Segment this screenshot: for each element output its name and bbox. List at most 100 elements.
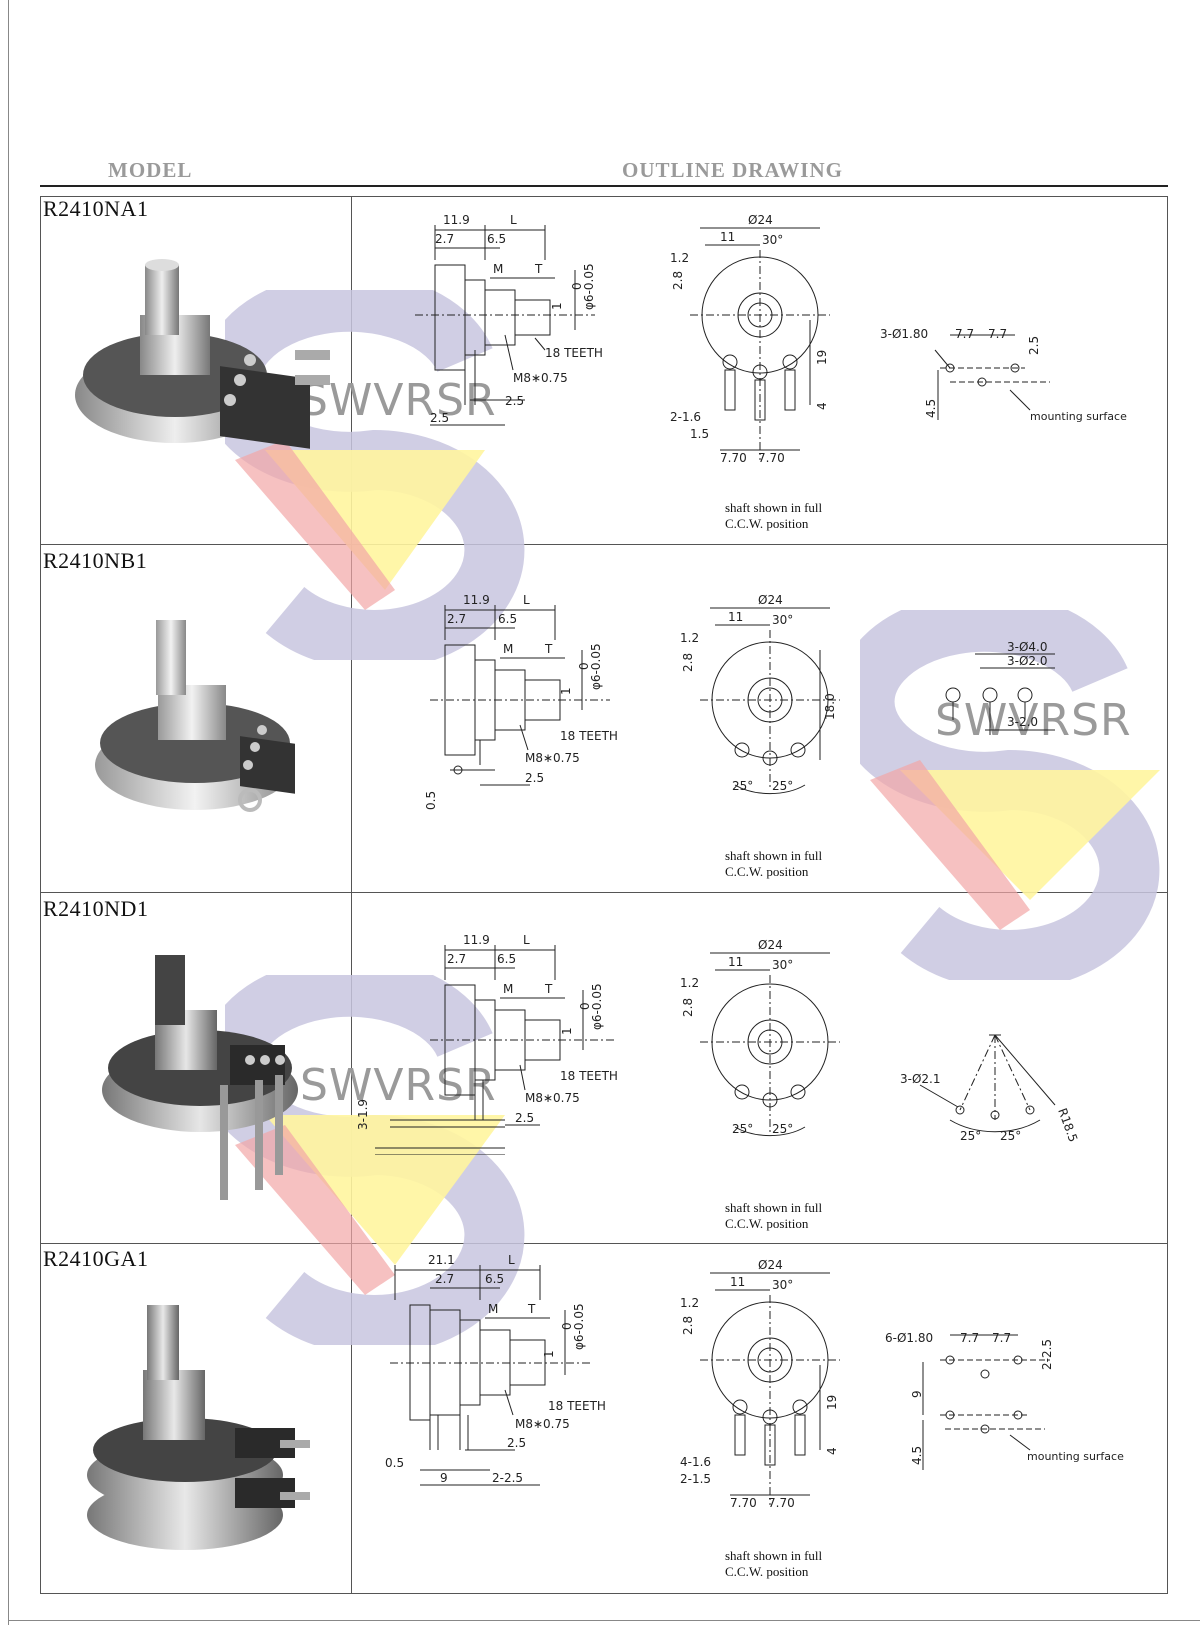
model-name: R2410ND1: [43, 896, 149, 921]
dim-label: 2-1.6: [670, 410, 701, 424]
dim-label: 1: [560, 1027, 574, 1035]
dim-label: 11: [728, 610, 743, 624]
front-view-drawing: Ø24 11 30° 1.2 2.8 25° 25°: [680, 938, 840, 1137]
row-divider: [40, 544, 1168, 545]
dim-label: φ6-0.05: [572, 1303, 586, 1350]
side-view-drawing: 11.9 L 2.7 6.5 M T 0 φ6-0.05 1 18 TEETH …: [415, 213, 603, 426]
dim-label: 2.5: [525, 771, 544, 785]
front-view-drawing: Ø24 11 30° 1.2 2.8 19 4 2-1.6 1.5 7.70 7…: [670, 213, 830, 465]
dim-label: 2.5: [507, 1436, 526, 1450]
dim-label: 6.5: [487, 232, 506, 246]
dim-label: 0: [570, 282, 584, 290]
shaft-caption: shaft shown in full C.C.W. position: [725, 1548, 822, 1580]
dim-label: 11: [720, 230, 735, 244]
dim-label: 7.7: [988, 327, 1007, 341]
dim-label: 7.7: [955, 327, 974, 341]
dim-label: 7.70: [768, 1496, 795, 1510]
model-name: R2410GA1: [43, 1246, 149, 1271]
dim-label: M: [503, 642, 513, 656]
mounting-hole-drawing: 3-Ø1.80 7.7 7.7 2.5 4.5 mounting surface: [880, 327, 1127, 423]
dim-label: L: [508, 1253, 515, 1267]
dim-label: 11: [730, 1275, 745, 1289]
front-view-drawing: Ø24 11 30° 1.2 2.8 18.0 25° 25°: [680, 593, 840, 795]
dim-label: 2.7: [435, 232, 454, 246]
dim-label: φ6-0.05: [589, 643, 603, 690]
dim-label: 21.1: [428, 1253, 455, 1267]
dim-label: 2.5: [515, 1111, 534, 1125]
dim-label: M: [503, 982, 513, 996]
dim-label: 2.8: [671, 271, 685, 290]
dim-label: 0.5: [385, 1456, 404, 1470]
dim-label: 4.5: [924, 399, 938, 418]
caption-line: C.C.W. position: [725, 1216, 809, 1231]
dim-label: M8∗0.75: [515, 1417, 570, 1431]
dim-label: 11.9: [463, 593, 490, 607]
potentiometer-photo: [95, 620, 295, 812]
caption-line: shaft shown in full: [725, 848, 823, 863]
dim-label: 1: [542, 1350, 556, 1358]
dim-label: Ø24: [758, 1258, 783, 1272]
dim-label: 18 TEETH: [545, 346, 603, 360]
dim-label: 7.7: [992, 1331, 1011, 1345]
dim-label: 3-Ø2.0: [1007, 654, 1048, 668]
mounting-hole-drawing: 3-Ø4.0 3-Ø2.0 3-2.0: [945, 640, 1055, 735]
caption-line: shaft shown in full: [725, 500, 823, 515]
dim-label: 1.2: [680, 1296, 699, 1310]
dim-label: 9: [910, 1390, 924, 1398]
dim-label: 6-Ø1.80: [885, 1331, 933, 1345]
dim-label: 0: [577, 662, 591, 670]
side-view-drawing: 11.9 L 2.7 6.5 M T 0 φ6-0.05 1 18 TEETH …: [356, 933, 618, 1155]
dim-label: 1.2: [680, 631, 699, 645]
dim-label: 2.5: [1027, 336, 1041, 355]
dim-label: 2.7: [447, 952, 466, 966]
dim-label: 7.7: [960, 1331, 979, 1345]
caption-line: C.C.W. position: [725, 864, 809, 879]
page-frame-left: [8, 0, 9, 1625]
dim-label: 2-2.5: [1040, 1339, 1054, 1370]
dim-label: 3-Ø4.0: [1007, 640, 1048, 654]
dim-label: 0: [560, 1322, 574, 1330]
dim-label: 2.8: [681, 653, 695, 672]
outline-drawing-column-header: OUTLINE DRAWING: [622, 158, 843, 182]
dim-label: Ø24: [748, 213, 773, 227]
side-view-drawing: 21.1 L 2.7 6.5 M T 0 φ6-0.05 1 18 TEETH …: [385, 1253, 606, 1486]
model-name: R2410NB1: [43, 548, 148, 573]
header-rule: [40, 185, 1168, 187]
dim-label: 0: [578, 1002, 592, 1010]
dim-label: 1: [550, 302, 564, 310]
dim-label: 18 TEETH: [560, 1069, 618, 1083]
dim-label: 25°: [732, 1122, 753, 1136]
caption-line: C.C.W. position: [725, 1564, 809, 1579]
dim-label: 6.5: [498, 612, 517, 626]
dim-label: 19: [815, 350, 829, 365]
dim-label: mounting surface: [1027, 1450, 1124, 1463]
dim-label: 4: [815, 402, 829, 410]
dim-label: 25°: [960, 1129, 981, 1143]
dim-label: L: [510, 213, 517, 227]
page-frame-bottom: [8, 1620, 1200, 1621]
dim-label: 3-2.0: [1007, 715, 1038, 729]
dim-label: M: [488, 1302, 498, 1316]
dim-label: 7.70: [730, 1496, 757, 1510]
potentiometer-photo: [87, 1305, 310, 1550]
dim-label: 11.9: [463, 933, 490, 947]
dim-label: 9: [440, 1471, 448, 1485]
dim-label: 1.2: [670, 251, 689, 265]
caption-line: shaft shown in full: [725, 1200, 823, 1215]
dim-label: 25°: [772, 779, 793, 793]
dim-label: 2-2.5: [492, 1471, 523, 1485]
dim-label: 2.7: [447, 612, 466, 626]
dim-label: T: [534, 262, 543, 276]
shaft-caption: shaft shown in full C.C.W. position: [725, 848, 822, 880]
caption-line: shaft shown in full: [725, 1548, 823, 1563]
dim-label: M8∗0.75: [525, 1091, 580, 1105]
dim-label: T: [527, 1302, 536, 1316]
dim-label: Ø24: [758, 938, 783, 952]
dim-label: 7.70: [758, 451, 785, 465]
potentiometer-photo: [75, 259, 330, 449]
model-name: R2410NA1: [43, 196, 149, 221]
dim-label: 7.70: [720, 451, 747, 465]
dim-label: 2-1.5: [680, 1472, 711, 1486]
dim-label: 18.0: [823, 693, 837, 720]
dim-label: M8∗0.75: [513, 371, 568, 385]
